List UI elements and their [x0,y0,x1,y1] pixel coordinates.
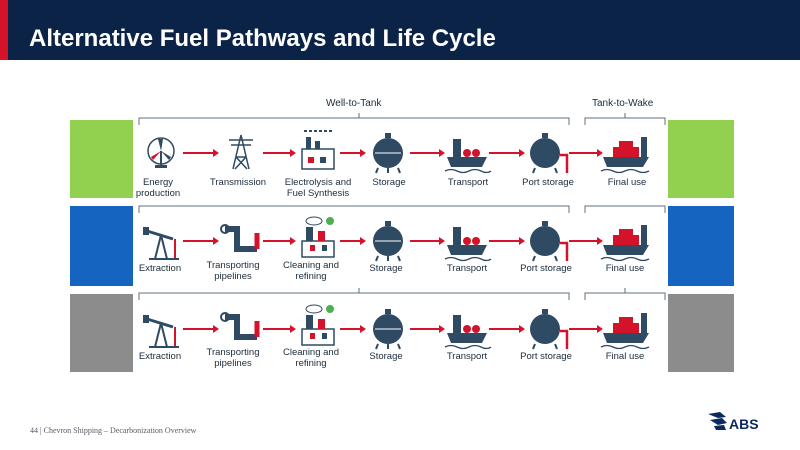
tanker-ship-icon [444,315,492,350]
title-bar: Alternative Fuel Pathways and Life Cycle [0,0,800,60]
row-2-step-4-label: Storage [369,263,403,274]
slide-title: Alternative Fuel Pathways and Life Cycle [29,25,496,52]
flow-arrow [263,325,296,333]
row-2-step-5-label: Transport [446,263,488,274]
refinery-icon [301,304,335,346]
row-3-step-5-label: Transport [446,351,488,362]
bracket-lines [138,113,666,300]
pathway-diagram: Well-to-Tank Tank-to-Wake Energy product… [133,95,668,375]
flow-arrow [183,237,219,245]
flow-arrow [569,149,603,157]
transmission-tower-icon [229,134,253,170]
flow-arrow [340,149,366,157]
synthesis-plant-icon [301,130,335,170]
flow-arrow [410,149,445,157]
row-1-step-3-label: Electrolysis and Fuel Synthesis [284,177,352,199]
row-3-step-3-label: Cleaning and refining [283,347,339,369]
row-1-step-6-label: Port storage [522,177,574,188]
page-number: 44 [30,426,38,435]
tanker-ship-icon [444,227,492,262]
port-storage-tank-icon [530,309,569,350]
row-2-right-block [668,206,734,286]
row-1-left-block [70,120,133,198]
row-1-right-block [668,120,734,198]
flow-arrow [410,325,445,333]
pump-jack-icon [143,227,179,260]
abs-logo-icon [708,412,727,430]
cargo-ship-icon [600,313,650,350]
pipeline-icon [220,312,260,340]
flow-arrow [569,237,603,245]
row-2-step-1-label: Extraction [138,263,182,274]
row-3-step-2-label: Transporting pipelines [206,347,260,369]
flow-arrow [340,325,366,333]
row-1-step-5-label: Transport [447,177,489,188]
footer: 44 | Chevron Shipping – Decarbonization … [30,426,196,435]
footer-text: Chevron Shipping – Decarbonization Overv… [43,426,197,435]
row-1-step-2-label: Transmission [209,177,267,188]
row-3-left-block [70,294,133,372]
row-3-step-6-label: Port storage [520,351,572,362]
flow-arrow [489,149,525,157]
flow-arrow [569,325,603,333]
row-3-step-1-label: Extraction [138,351,182,362]
flow-arrow [183,149,219,157]
cargo-ship-icon [600,225,650,262]
row-1-step-1-label: Energy production [135,177,181,199]
flow-arrow [183,325,219,333]
row-2-step-6-label: Port storage [520,263,572,274]
row-2-step-3-label: Cleaning and refining [283,260,339,282]
wind-turbine-icon [147,137,175,168]
well-to-tank-label: Well-to-Tank [326,98,382,109]
storage-tank-icon [373,221,403,262]
tanker-ship-icon [444,139,492,174]
row-3-step-4-label: Storage [369,351,403,362]
flow-arrow [263,149,296,157]
row-2-step-2-label: Transporting pipelines [206,260,260,282]
flow-arrow [489,237,525,245]
storage-tank-icon [373,133,403,174]
row-2-step-7-label: Final use [605,263,645,274]
port-storage-tank-icon [530,221,569,262]
row-1-step-7-label: Final use [607,177,647,188]
pump-jack-icon [143,315,179,348]
storage-tank-icon [373,309,403,350]
pipeline-icon [220,224,260,252]
refinery-icon [301,216,335,258]
flow-arrow [263,237,296,245]
row-2-left-block [70,206,133,286]
row-1-step-4-label: Storage [372,177,406,188]
footer-separator: | [40,426,44,435]
row-3-step-7-label: Final use [605,351,645,362]
flow-arrow [340,237,366,245]
cargo-ship-icon [600,137,650,174]
logo-text: ABS [729,416,759,432]
row-3-right-block [668,294,734,372]
flow-arrow [489,325,525,333]
tank-to-wake-label: Tank-to-Wake [592,98,654,109]
flow-arrow [410,237,445,245]
title-accent-stripe [0,0,8,60]
port-storage-tank-icon [530,133,569,174]
flow-diagram [143,130,650,350]
